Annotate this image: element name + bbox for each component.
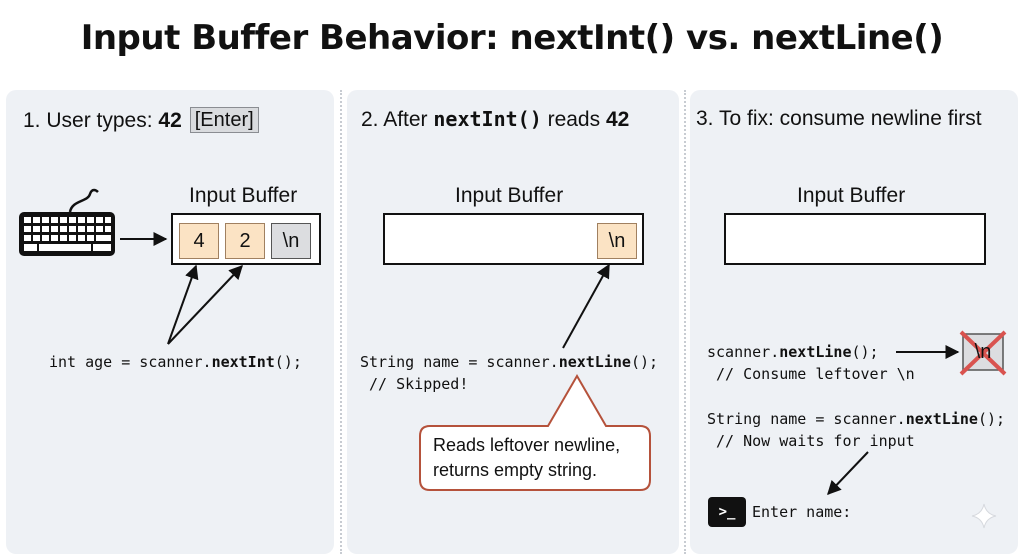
code-text: int age = scanner. bbox=[49, 353, 212, 371]
enter-key-badge: [Enter] bbox=[189, 107, 259, 133]
code-text: scanner. bbox=[707, 343, 780, 361]
code-comment: // Consume leftover \n bbox=[707, 365, 915, 383]
heading-text: reads bbox=[541, 108, 606, 131]
callout-line: Reads leftover newline, bbox=[433, 435, 621, 455]
buffer-cell: \n bbox=[271, 223, 311, 259]
terminal-prompt: Enter name: bbox=[752, 503, 852, 521]
typed-value: 42 bbox=[158, 109, 182, 132]
code-text: String name = scanner. bbox=[360, 353, 559, 371]
panel-user-types bbox=[6, 90, 334, 554]
buffer-cell: 4 bbox=[179, 223, 219, 259]
code-text: (); bbox=[851, 343, 879, 361]
panel-fix bbox=[690, 90, 1018, 554]
code-method: nextLine bbox=[779, 343, 852, 361]
panel3-heading: 3. To fix: consume newline first bbox=[696, 107, 982, 130]
code-nextint: int age = scanner.nextInt(); bbox=[49, 351, 302, 373]
input-buffer: \n bbox=[383, 213, 644, 265]
sparkle-icon bbox=[971, 503, 997, 529]
heading-method: nextInt() bbox=[433, 107, 542, 131]
code-method: nextInt bbox=[211, 353, 275, 371]
code-text: (); bbox=[977, 410, 1006, 428]
code-method: nextLine bbox=[558, 353, 631, 371]
panel2-heading: 2. After nextInt() reads 42 bbox=[361, 107, 629, 132]
removed-cell-label: \n bbox=[974, 340, 992, 363]
heading-text: 2. After bbox=[361, 108, 434, 131]
heading-text: 1. User types: bbox=[23, 109, 159, 132]
callout-bubble bbox=[419, 374, 651, 491]
heading-value: 42 bbox=[605, 108, 630, 131]
code-text: (); bbox=[274, 353, 302, 371]
arrow-to-prompt bbox=[827, 451, 869, 496]
code-consume-newline: scanner.nextLine(); // Consume leftover … bbox=[707, 341, 915, 385]
code-comment: // Skipped! bbox=[360, 375, 469, 393]
terminal-icon: >_ bbox=[708, 497, 746, 527]
buffer-cell: 2 bbox=[225, 223, 265, 259]
code-read-name: String name = scanner.nextLine(); // Now… bbox=[707, 408, 1005, 452]
code-text: (); bbox=[630, 353, 659, 371]
buffer-label: Input Buffer bbox=[189, 184, 298, 207]
input-buffer-empty bbox=[724, 213, 986, 265]
buffer-label: Input Buffer bbox=[455, 184, 564, 207]
arrow-to-cell-4 bbox=[167, 264, 199, 345]
diagram-title: Input Buffer Behavior: nextInt() vs. nex… bbox=[80, 18, 944, 58]
panel1-heading: 1. User types: 42 [Enter] bbox=[23, 107, 259, 133]
panel-divider bbox=[684, 90, 686, 554]
code-comment: // Now waits for input bbox=[707, 432, 915, 450]
callout-text: Reads leftover newline, returns empty str… bbox=[433, 433, 620, 483]
keyboard-icon bbox=[19, 188, 115, 256]
arrow-to-newline-cell bbox=[562, 263, 610, 349]
code-nextline: String name = scanner.nextLine(); // Ski… bbox=[360, 351, 658, 395]
buffer-cell: \n bbox=[597, 223, 637, 259]
code-method: nextLine bbox=[905, 410, 978, 428]
panel-divider bbox=[340, 90, 342, 554]
buffer-label: Input Buffer bbox=[797, 184, 906, 207]
code-text: String name = scanner. bbox=[707, 410, 906, 428]
callout-line: returns empty string. bbox=[433, 460, 598, 480]
arrow-to-cell-2 bbox=[167, 264, 243, 345]
input-buffer: 4 2 \n bbox=[171, 213, 321, 265]
cross-icon bbox=[959, 330, 1007, 376]
